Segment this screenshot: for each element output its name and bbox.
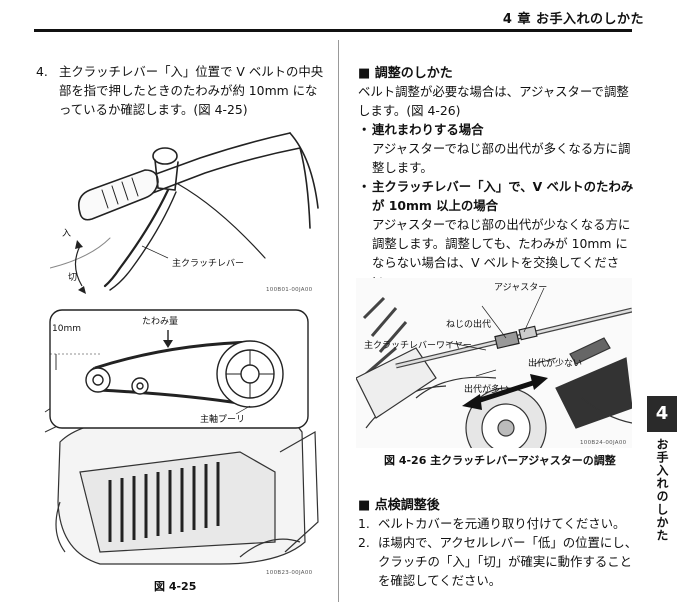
step-4: 4. 主クラッチレバー「入」位置で V ベルトの中央部を指で押したときのたわみが… [36, 62, 326, 119]
figure-code-top: 100B01-00JA00 [266, 287, 313, 293]
after-step-number: 2. [358, 535, 370, 550]
label-off: 切 [68, 273, 78, 283]
figure-code-bottom: 100B23-00JA00 [266, 570, 313, 576]
bullet-item: ・ 連れまわりする場合 アジャスターでねじ部の出代が多くなる方に調整します。 [358, 120, 638, 177]
column-divider [338, 40, 339, 602]
after-steps: 1. ベルトカバーを元通り取り付けてください。 2. ほ場内で、アクセルレバー「… [358, 514, 638, 590]
chapter-tab-number: 4 [647, 396, 677, 432]
header-rule [34, 29, 632, 32]
label-main-pulley: 主軸プーリ [200, 415, 246, 425]
figure-code-adjuster: 100B24-00JA00 [580, 440, 627, 446]
label-clutch-wire: 主クラッチレバーワイヤー [364, 341, 472, 351]
figure-4-25-caption: 図 4-25 [154, 580, 197, 593]
label-less-extension: 出代が少ない [528, 359, 583, 369]
label-thread-length: ねじの出代 [446, 320, 492, 330]
bullet-body: アジャスターでねじ部の出代が多くなる方に調整します。 [372, 141, 631, 175]
bullet-body: アジャスターでねじ部の出代が少なくなる方に調整します。調整しても、たわみが 10… [372, 217, 631, 289]
after-step: 2. ほ場内で、アクセルレバー「低」の位置にし、クラッチの「入」「切」が確実に動… [358, 533, 638, 590]
bullet-heading: 連れまわりする場合 [372, 122, 484, 137]
after-step-number: 1. [358, 516, 370, 531]
chapter-header: 4 章 お手入れのしかた [502, 12, 644, 27]
label-on: 入 [62, 229, 72, 239]
label-more-extension: 出代が多い [464, 385, 510, 395]
step-text: 主クラッチレバー「入」位置で V ベルトの中央部を指で押したときのたわみが約 1… [59, 64, 324, 117]
step-number: 4. [36, 64, 48, 79]
chapter-tab-title: お手入れのしかた [655, 438, 669, 542]
section-adjust-intro: ベルト調整が必要な場合は、アジャスターで調整します。(図 4-26) [358, 84, 629, 118]
figure-4-26-caption: 図 4-26 主クラッチレバーアジャスターの調整 [384, 454, 616, 467]
bullet-heading: 主クラッチレバー「入」で、V ベルトのたわみが 10mm 以上の場合 [372, 179, 634, 213]
after-step-text: ほ場内で、アクセルレバー「低」の位置にし、クラッチの「入」「切」が確実に動作する… [378, 535, 638, 588]
label-adjuster: アジャスター [494, 283, 548, 293]
label-main-clutch-lever: 主クラッチレバー [172, 259, 245, 269]
after-step-text: ベルトカバーを元通り取り付けてください。 [378, 516, 626, 531]
after-step: 1. ベルトカバーを元通り取り付けてください。 [358, 514, 638, 533]
section-adjust-title: ■ 調整のしかた [358, 66, 453, 81]
label-10mm: 10mm [52, 324, 81, 334]
bullet-mark: ・ [358, 122, 371, 137]
label-deflection: たわみ量 [142, 317, 179, 327]
clutch-lever-illustration [50, 132, 319, 294]
section-after-title: ■ 点検調整後 [358, 498, 440, 513]
bullet-mark: ・ [358, 179, 371, 194]
adjuster-illustration [356, 278, 632, 448]
bullet-list: ・ 連れまわりする場合 アジャスターでねじ部の出代が多くなる方に調整します。 ・… [358, 120, 638, 291]
bullet-item: ・ 主クラッチレバー「入」で、V ベルトのたわみが 10mm 以上の場合 アジャ… [358, 177, 638, 291]
belt-deflection-illustration [44, 309, 319, 565]
